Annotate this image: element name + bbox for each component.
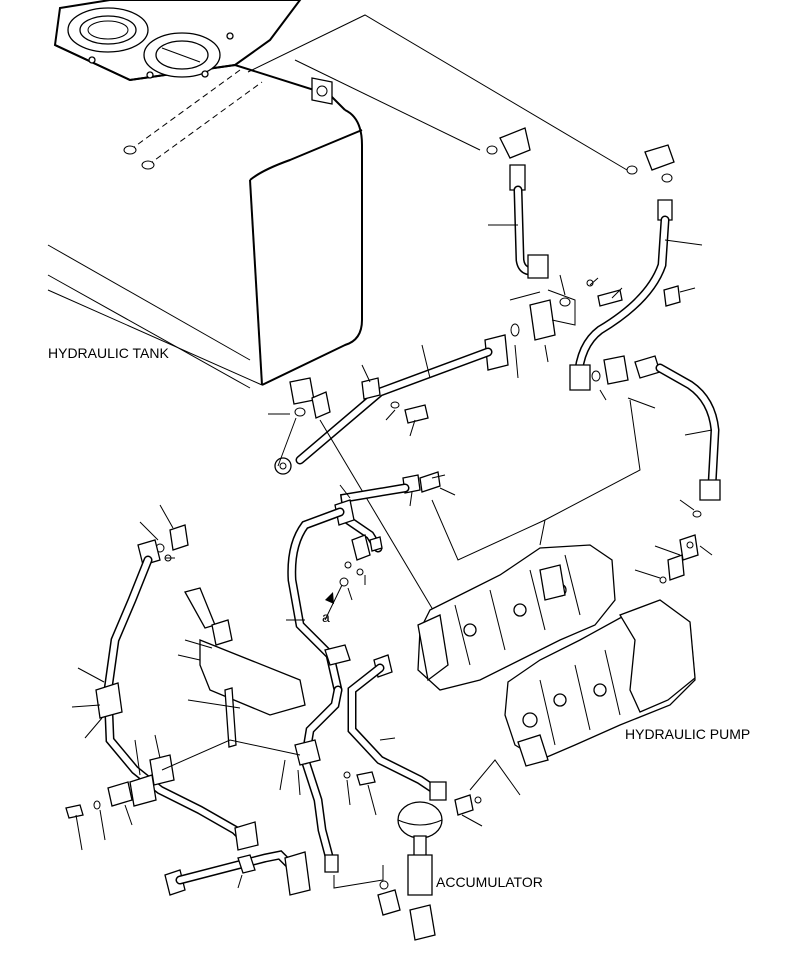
upper-hose-right (569, 144, 703, 391)
upper-hose-left (486, 127, 549, 279)
label-accumulator: ACCUMULATOR (436, 874, 543, 890)
tank-port-right (143, 32, 221, 78)
label-hydraulic-tank: HYDRAULIC TANK (48, 345, 170, 361)
pipe-lower-left (164, 850, 311, 896)
view-label-a: a (322, 609, 330, 625)
bolts-left (65, 781, 133, 851)
view-arrow-a: a (322, 584, 343, 625)
hose-center-lower (347, 654, 447, 801)
bolts-center (279, 759, 377, 816)
hose-center-mid (286, 499, 383, 695)
fitting-cluster-right (634, 499, 713, 584)
valve-block-tank (268, 377, 446, 631)
hydraulic-pump-upper (417, 544, 616, 691)
mounting-bracket (161, 587, 306, 771)
label-hydraulic-pump: HYDRAULIC PUMP (625, 726, 750, 742)
hydraulic-tank (47, 0, 363, 389)
hose-tank-return (274, 334, 509, 475)
leader-tank-top-1 (247, 14, 628, 171)
hose-left (71, 504, 259, 851)
leader-tank-top-2 (294, 59, 481, 151)
tank-port-left (67, 7, 149, 53)
hose-long-left (294, 685, 343, 873)
fitting-cluster-mid (509, 274, 696, 379)
accumulator (333, 801, 443, 941)
hydraulic-pump-lower (504, 599, 696, 767)
fitting-near-accumulator (454, 759, 521, 827)
hose-pump-right (539, 355, 721, 546)
